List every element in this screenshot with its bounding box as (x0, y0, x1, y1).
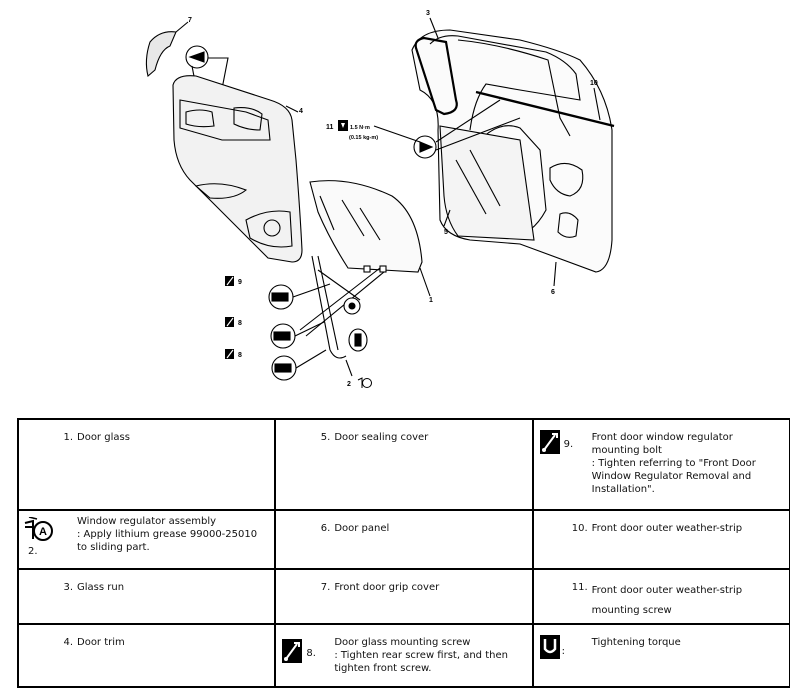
grease-icon-figure (357, 377, 372, 388)
legend-note-8: : Tighten rear screw first, and then tig… (334, 649, 508, 674)
legend-cell-8: 8. Door glass mounting screw : Tighten r… (274, 622, 534, 689)
legend-note-9: : Tighten referring to "Front Door Windo… (591, 458, 756, 495)
table-row: 4. Door trim 8. Door glass mounting scre… (16, 622, 790, 689)
legend-cell-4: 4. Door trim (16, 622, 277, 689)
callout-3: 3 (426, 10, 430, 17)
door-trim-part (172, 75, 303, 263)
callout-8b: 8 (238, 352, 242, 359)
wrench-tighten-icon (539, 430, 560, 454)
wrench-icon-8a (225, 317, 234, 327)
callout-9: 9 (238, 279, 242, 286)
callout-5: 5 (444, 229, 448, 236)
legend-cell-5: 5. Door sealing cover (274, 418, 534, 511)
exploded-view-diagram: 1 2 3 4 5 6 7 8 8 9 10 11 1.5 N·m (0.15 … (145, 10, 615, 388)
callout-4: 4 (299, 108, 303, 115)
torque-icon (539, 634, 560, 659)
door-diagram-svg: 1 2 3 4 5 6 7 8 8 9 10 11 1.5 N·m (0.15 … (145, 10, 615, 388)
legend-cell-7: 7. Front door grip cover (274, 567, 534, 625)
legend-cell-torque: : Tightening torque (531, 622, 790, 689)
callout-10: 10 (590, 80, 598, 87)
legend-cell-9: 9. Front door window regulator mounting … (531, 418, 790, 511)
table-row: 1. Door glass 5. Door sealing cover 9. F… (16, 418, 790, 511)
screw-11-magnifier (413, 135, 437, 159)
door-glass-part (309, 180, 423, 273)
legend-cell-3: 3. Glass run (16, 567, 277, 625)
glass-run-part (414, 36, 458, 116)
legend-title-8: Door glass mounting screw (334, 636, 471, 648)
legend-cell-6: 6. Door panel (274, 508, 534, 570)
callout-1: 1 (429, 297, 433, 304)
legend-cell-11: 11. Front door outer weather-strip mount… (531, 567, 790, 625)
torque-icon-figure (338, 120, 348, 131)
legend-title-2: Window regulator assembly (77, 515, 217, 527)
sealing-cover-part (439, 125, 535, 241)
grip-screw-magnifier (185, 45, 209, 69)
svg-text:A: A (39, 526, 47, 538)
callout-2: 2 (347, 381, 351, 388)
torque-value-kg: (0.15 kg-m) (349, 135, 378, 141)
torque-value: 1.5 N·m (350, 125, 370, 131)
outer-weatherstrip-part (475, 90, 615, 128)
legend-title-9: Front door window regulator mounting bol… (591, 432, 733, 456)
legend-note-2: : Apply lithium grease 99000-25010 to sl… (77, 528, 258, 553)
table-row: 3. Glass run 7. Front door grip cover 11… (16, 567, 790, 625)
legend-cell-10: 10. Front door outer weather-strip (531, 508, 790, 570)
callout-11: 11 (326, 124, 334, 131)
grip-cover-part (145, 31, 177, 77)
callout-7: 7 (188, 17, 192, 24)
callout-6: 6 (551, 289, 555, 296)
wrench-icon-8b (225, 349, 234, 359)
legend-cell-1: 1. Door glass (16, 418, 277, 511)
legend-cell-2: A 2. Window regulator assembly : Apply l… (16, 508, 277, 570)
callout-8a: 8 (238, 320, 242, 327)
parts-legend-table: 1. Door glass 5. Door sealing cover 9. F… (16, 418, 790, 689)
wrench-icon-9 (225, 276, 234, 286)
grease-icon: A (24, 516, 53, 541)
table-row: A 2. Window regulator assembly : Apply l… (16, 508, 790, 570)
wrench-tighten-icon (282, 638, 303, 663)
regulator-assembly-part (299, 255, 387, 377)
